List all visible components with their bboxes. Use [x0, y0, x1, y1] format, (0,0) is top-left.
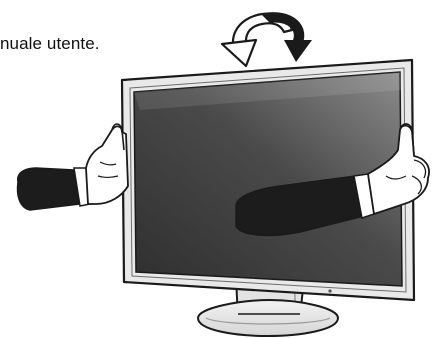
rotate-arrows-icon — [222, 13, 312, 66]
left-hand-icon — [18, 124, 129, 210]
